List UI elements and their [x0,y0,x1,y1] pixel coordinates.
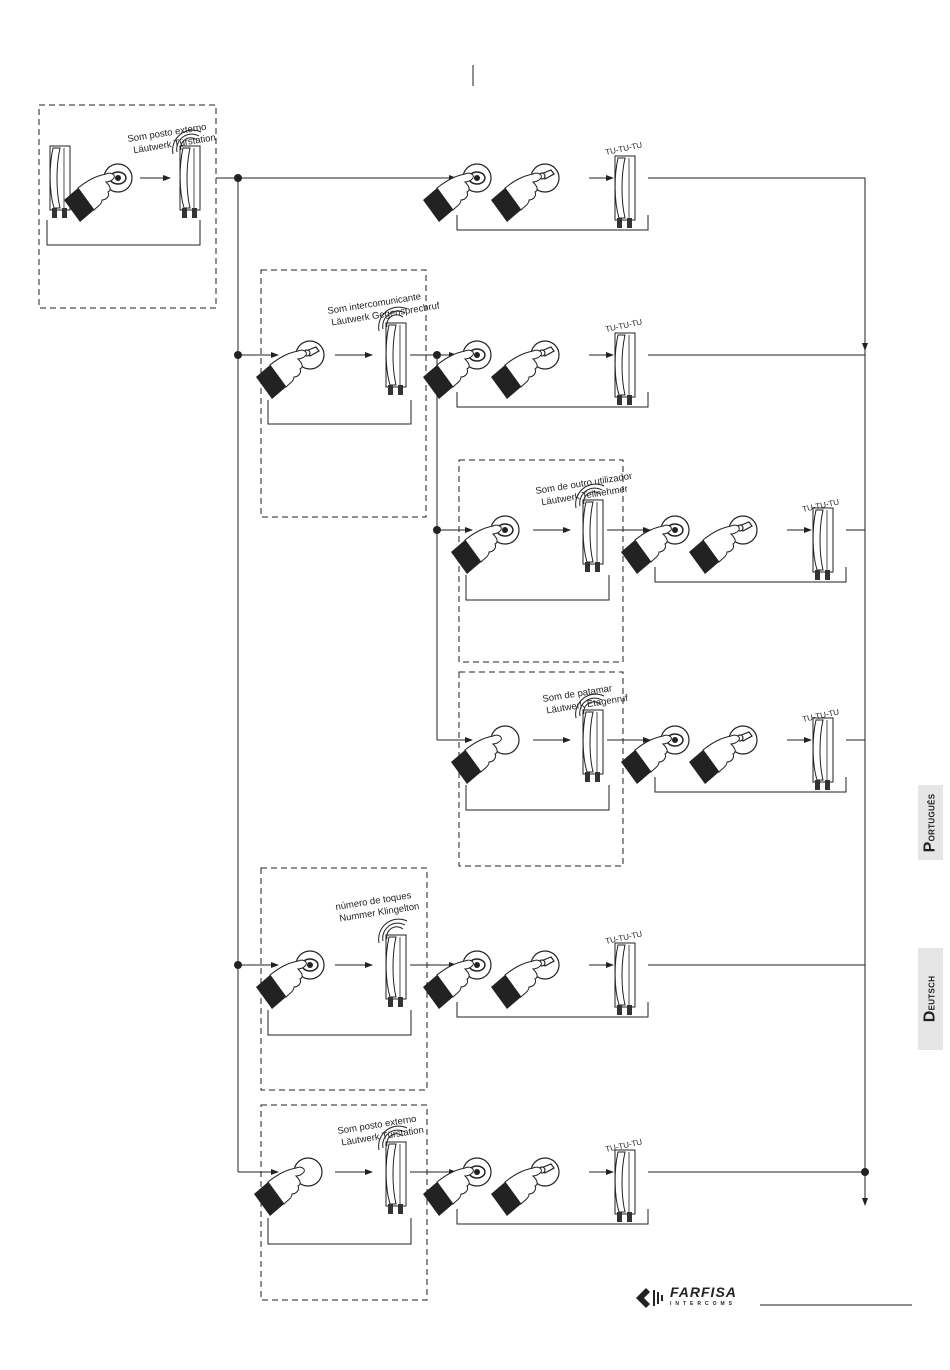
ringing-handset-icon [385,934,407,1008]
junction-dots [234,174,869,1176]
ringing-handset-icon [385,322,407,396]
logo-mark-icon [636,1288,663,1308]
ringing-handset-icon [179,145,201,219]
row-door-call: Som posto externo Läutwerk Türstation TU… [46,122,648,246]
logo-sub: INTERCOMS [670,1301,736,1307]
busy-tone-label: TU-TU-TU [605,317,644,334]
tab-portugues[interactable]: Português [918,785,943,860]
row-intercom-call: Som intercomunicante Läutwerk Gegensprec… [256,291,648,425]
ringing-handset-icon [582,499,604,573]
row-ring-count: número de toques Nummer Klingelton TU-TU… [256,890,648,1036]
connectors [140,175,868,1206]
row-other-user-call: Som de outro utilizador Läutwerk Teilneh… [451,471,846,601]
busy-tone-group [621,718,846,792]
tab-label: Português [921,793,939,852]
door-button-press-icon [451,516,519,574]
busy-tone-group [621,508,846,582]
tab-label: Deutsch [921,975,939,1023]
logo-name: FARFISA [670,1284,737,1300]
farfisa-logo: FARFISA INTERCOMS [636,1284,737,1310]
door-button-press-icon [256,951,324,1009]
busy-tone-group [423,333,648,407]
busy-tone-label: TU-TU-TU [605,140,644,157]
door-button-press-icon [64,164,132,222]
busy-tone-group [423,943,648,1017]
dashed-boxes [38,104,624,1301]
ringing-handset-icon [385,1141,407,1215]
row-floor-call: Som de patamar Läutwerk Etagenruf TU-TU-… [451,683,846,811]
handset-icon [49,145,71,219]
floor-button-press-icon [451,726,519,784]
busy-tone-group [423,156,648,230]
tab-deutsch[interactable]: Deutsch [918,948,943,1050]
busy-tone-group [423,1150,648,1224]
call-button-press-icon [256,341,324,399]
ringing-handset-icon [582,709,604,783]
row-door-call-2: Som posto externo Läutwerk Türstation TU… [254,1114,648,1245]
button-press-icon [254,1158,322,1216]
